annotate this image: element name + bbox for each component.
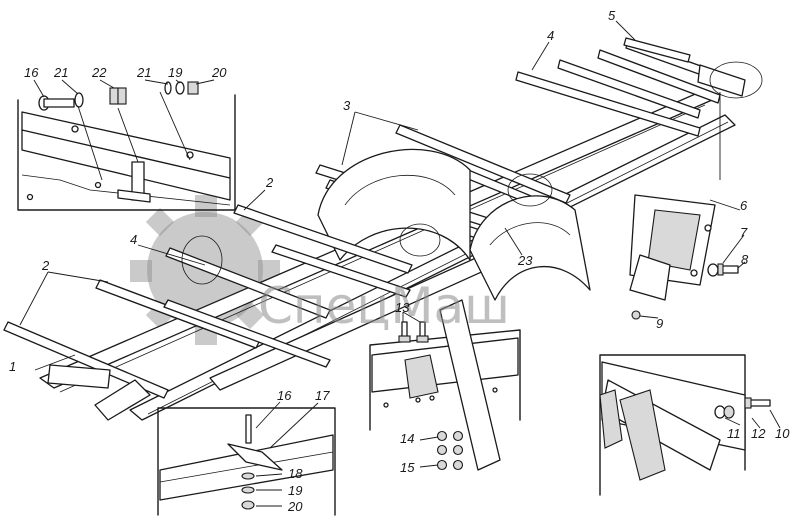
- detail-marker: [181, 235, 223, 285]
- washer-icon: [241, 472, 255, 480]
- washer-icon: [164, 81, 172, 95]
- bolt-icon: [416, 321, 429, 343]
- callout-7: 7: [740, 225, 748, 240]
- bolt-icon: [38, 95, 75, 111]
- leader-lines: [19, 20, 781, 507]
- inset-center: [369, 299, 521, 471]
- inset-bottom-left: [157, 407, 336, 516]
- callout-14: 14: [400, 431, 414, 446]
- bolt-icon: [245, 414, 252, 444]
- spring-washer-icon: [241, 486, 255, 494]
- washer-icon: [74, 92, 84, 108]
- bolt-icon: [717, 263, 739, 276]
- nut-icon: [241, 500, 255, 510]
- callout-2a: 2: [41, 258, 50, 273]
- nut-icon: [187, 81, 199, 95]
- callout-4b: 4: [547, 28, 554, 43]
- spring-washer-icon: [175, 81, 185, 95]
- callout-11: 11: [727, 426, 741, 441]
- callout-18: 18: [288, 466, 303, 481]
- callout-21b: 21: [136, 65, 151, 80]
- callout-19a: 19: [168, 65, 182, 80]
- mudflap-bracket-6: [629, 194, 716, 301]
- detail-marker: [399, 223, 441, 257]
- fender-23: [469, 195, 591, 301]
- callout-17: 17: [315, 388, 330, 403]
- callout-9: 9: [656, 316, 663, 331]
- washer-icon: [707, 263, 719, 277]
- spring-washer-icon: [723, 405, 735, 419]
- callout-21a: 21: [53, 65, 68, 80]
- front-bracket: [47, 364, 151, 421]
- inset-bottom-right: [599, 354, 746, 496]
- callout-23: 23: [517, 253, 533, 268]
- inset-top-left: [17, 81, 236, 211]
- callout-1: 1: [9, 359, 16, 374]
- fender-left: [317, 148, 471, 261]
- crossbeam-front-2: [3, 204, 413, 399]
- callout-5: 5: [608, 8, 616, 23]
- callout-19b: 19: [288, 483, 302, 498]
- nut-stack-icon: [109, 87, 127, 105]
- callout-16a: 16: [24, 65, 39, 80]
- crossmember-5: [623, 37, 763, 99]
- watermark-text: СпецМаш: [258, 277, 510, 335]
- callout-6: 6: [740, 198, 748, 213]
- callout-20b: 20: [287, 499, 303, 514]
- callout-8: 8: [741, 252, 749, 267]
- callout-2b: 2: [265, 175, 274, 190]
- bolt-icon: [744, 397, 771, 409]
- callout-16b: 16: [277, 388, 292, 403]
- bolt-icon: [398, 321, 411, 343]
- callout-22: 22: [91, 65, 107, 80]
- nut-grid-icon: [436, 430, 464, 471]
- callout-10: 10: [775, 426, 790, 441]
- detail-marker: [507, 173, 553, 207]
- callout-15: 15: [400, 460, 415, 475]
- callout-4a: 4: [130, 232, 137, 247]
- callout-13: 13: [395, 300, 410, 315]
- callout-12: 12: [751, 426, 766, 441]
- callout-20a: 20: [211, 65, 227, 80]
- callout-3: 3: [343, 98, 351, 113]
- nut-icon: [631, 310, 641, 320]
- crossbeam-rear-4: [515, 39, 741, 137]
